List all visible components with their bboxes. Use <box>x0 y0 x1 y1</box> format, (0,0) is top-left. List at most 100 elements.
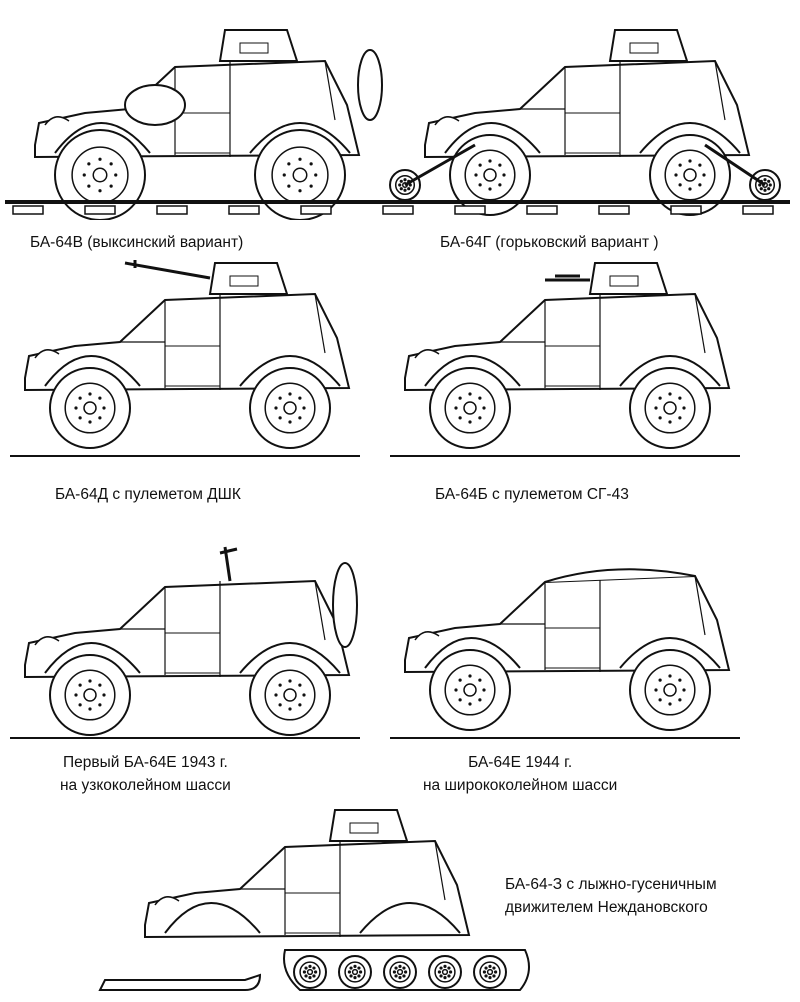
wheel-bolt <box>98 157 102 161</box>
wheel-bolt <box>492 966 496 970</box>
wheel-hub <box>396 968 404 976</box>
wheel-hub <box>463 683 477 697</box>
wheel-hub <box>663 401 677 415</box>
wheel-bolt <box>454 406 458 410</box>
wheel-rim <box>394 174 416 196</box>
rail-bogie-arm <box>404 143 766 187</box>
wheel-bolt <box>314 970 318 974</box>
door <box>164 632 221 674</box>
wheel-bolt <box>482 688 486 692</box>
wheel-bolt <box>353 976 357 980</box>
wheel-bolt <box>302 970 306 974</box>
wheel-bolt <box>484 966 488 970</box>
caption-ba64d: БА-64Д с пулеметом ДШК <box>55 486 241 503</box>
wheel-bolt <box>274 693 278 697</box>
wheel-bolt <box>439 966 443 970</box>
wheel-bolt <box>398 964 402 968</box>
sleeper <box>84 205 116 215</box>
door <box>284 892 341 934</box>
wheel-bolt <box>668 392 672 396</box>
door <box>544 345 601 387</box>
headlight <box>154 896 180 906</box>
wheel-bolt <box>468 392 472 396</box>
wheel-hub <box>486 968 494 976</box>
wheel-bolt <box>678 163 682 167</box>
wheel-bolt <box>502 173 506 177</box>
wheel-hub <box>306 968 314 976</box>
wheel-bolt <box>668 674 672 678</box>
wheel-bolt <box>678 698 682 702</box>
wheel-bolt <box>668 702 672 706</box>
wheel-bolt <box>298 396 302 400</box>
wheel-bolt <box>767 187 771 191</box>
wheel-bolt <box>478 416 482 420</box>
sleeper <box>228 205 260 215</box>
headlight <box>44 116 70 126</box>
wheel-bolt <box>274 406 278 410</box>
wheel-bolt <box>78 703 82 707</box>
wheel-bolt <box>408 183 412 187</box>
wheel-bolt <box>768 183 772 187</box>
wheel-bolt <box>678 396 682 400</box>
hull-panel-lines <box>240 840 446 937</box>
wheel-hub <box>463 401 477 415</box>
wheel-bolt <box>282 173 286 177</box>
wheel-bolt <box>698 163 702 167</box>
wheel-bolt <box>298 683 302 687</box>
turret <box>218 29 299 62</box>
hull-panel-lines <box>120 293 326 390</box>
wheel-bolt <box>74 406 78 410</box>
headlight <box>414 631 440 641</box>
wheel-bolt <box>353 964 357 968</box>
wheel-bolt <box>357 974 361 978</box>
hull-panel-lines <box>520 60 726 157</box>
wheel-bolt <box>484 974 488 978</box>
wheel-bolt <box>494 970 498 974</box>
wheel-bolt <box>399 179 403 183</box>
wheel-bolt <box>403 188 407 192</box>
wheel-bolt <box>482 406 486 410</box>
hull-panel-lines <box>120 580 326 677</box>
wheel-rim <box>264 669 316 721</box>
wheel-bolt <box>478 678 482 682</box>
wheel-bolt <box>304 966 308 970</box>
wheel-hub <box>351 968 359 976</box>
wheel-bolt <box>87 162 91 166</box>
wheel-bolt <box>443 976 447 980</box>
turret <box>208 262 289 295</box>
wheel-bolt <box>767 179 771 183</box>
wheel-bolt <box>404 970 408 974</box>
wheel-rim <box>264 382 316 434</box>
rail <box>5 200 380 204</box>
wheel-bolt <box>674 173 678 177</box>
wheel-bolt <box>309 184 313 188</box>
wheel-bolt <box>109 184 113 188</box>
door <box>564 112 621 154</box>
wheel-bolt <box>468 420 472 424</box>
sg43-machine-gun <box>545 274 590 282</box>
spare-wheel <box>357 49 383 121</box>
wheel-hub <box>92 167 108 183</box>
wheel-bolt <box>763 188 767 192</box>
wheel-bolt <box>288 707 292 711</box>
figure-ba64z-drawing <box>98 809 530 991</box>
figure-ba64b-drawing <box>390 262 740 457</box>
wheel-bolt <box>498 163 502 167</box>
wheel-bolt <box>658 416 662 420</box>
sleeper <box>454 205 486 215</box>
wheel-bolt <box>102 693 106 697</box>
wheel-bolt <box>407 187 411 191</box>
wheel-bolt <box>468 702 472 706</box>
ski <box>98 973 262 991</box>
wheel-bolt <box>668 420 672 424</box>
wheel-bolt <box>447 966 451 970</box>
wheel-bolt <box>88 420 92 424</box>
wheel-bolt <box>454 688 458 692</box>
wheel-bolt <box>758 183 762 187</box>
wheel-bolt <box>347 970 351 974</box>
vehicle <box>24 546 358 736</box>
wheel-rim <box>444 664 496 716</box>
wheel-bolt <box>98 703 102 707</box>
wheel-bolt <box>763 178 767 182</box>
